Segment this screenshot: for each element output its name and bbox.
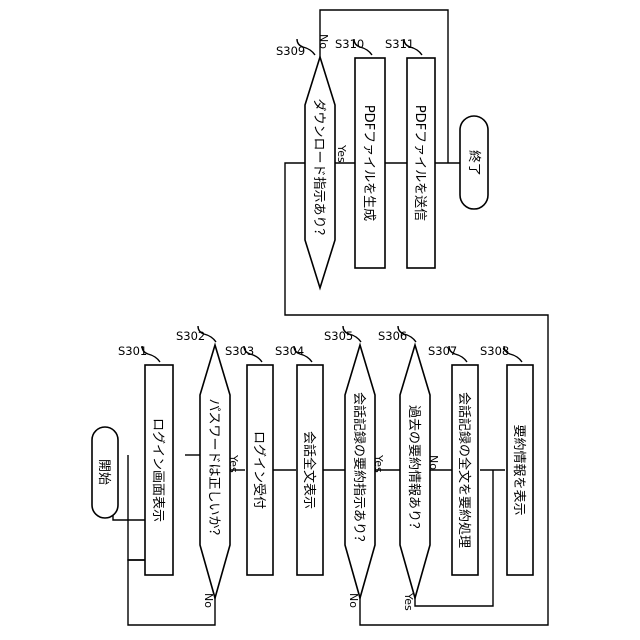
start-terminal: 開始 — [92, 427, 118, 518]
s311-id: S311 — [385, 37, 414, 51]
step-s302: パスワードは正しいか？ S302 Yes No — [176, 326, 240, 608]
step-s311: PDFファイルを送信 S311 — [385, 37, 435, 268]
s302-id: S302 — [176, 329, 205, 343]
start-label: 開始 — [96, 459, 111, 485]
end-terminal: 終了 — [460, 116, 488, 209]
s303-label: ログイン受付 — [251, 431, 266, 509]
flow-2: ダウンロード指示あり？ S309 Yes No PDFファイルを生成 S310 … — [276, 10, 488, 288]
step-s306: 過去の要約情報あり？ S306 No Yes — [378, 326, 440, 611]
s309-no: No — [317, 34, 330, 49]
step-s304: 会話全文表示 S304 — [275, 344, 323, 575]
end-label: 終了 — [466, 150, 482, 176]
step-s309: ダウンロード指示あり？ S309 Yes No — [276, 34, 348, 288]
s309-yes: Yes — [335, 144, 348, 163]
s309-id: S309 — [276, 44, 305, 58]
s301-label: ログイン画面表示 — [150, 418, 165, 522]
s310-id: S310 — [335, 37, 364, 51]
s302-yes: Yes — [227, 454, 240, 473]
s305-id: S305 — [324, 329, 353, 343]
s302-no: No — [202, 593, 215, 608]
s305-no: No — [347, 593, 360, 608]
s304-id: S304 — [275, 344, 304, 358]
s306-id: S306 — [378, 329, 407, 343]
s302-label: パスワードは正しいか？ — [206, 398, 221, 541]
s304-label: 会話全文表示 — [301, 431, 317, 509]
s305-label: 会話記録の要約指示あり？ — [351, 392, 367, 548]
s306-no: No — [427, 455, 440, 470]
s307-label: 会話記録の全文を要約処理 — [456, 392, 472, 548]
s301-id: S301 — [118, 344, 147, 358]
s309-label: ダウンロード指示あり？ — [311, 98, 326, 241]
step-s305: 会話記録の要約指示あり？ S305 Yes No — [324, 326, 385, 608]
s305-yes: Yes — [372, 454, 385, 473]
s306-yes: Yes — [402, 592, 415, 611]
flow-2-connectors — [320, 10, 460, 163]
s311-label: PDFファイルを送信 — [412, 105, 427, 221]
s307-id: S307 — [428, 344, 457, 358]
s308-label: 要約情報を表示 — [511, 424, 526, 515]
s303-id: S303 — [225, 344, 254, 358]
step-s308: 要約情報を表示 S308 — [480, 344, 533, 575]
s306-label: 過去の要約情報あり？ — [406, 405, 421, 535]
s308-id: S308 — [480, 344, 509, 358]
step-s301: ログイン画面表示 S301 — [118, 344, 173, 575]
s310-label: PDFファイルを生成 — [361, 105, 376, 221]
